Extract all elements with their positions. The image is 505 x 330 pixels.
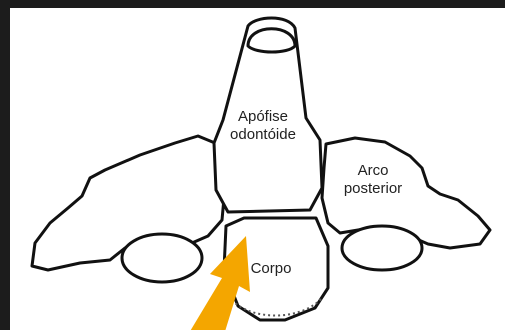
right-foramen <box>342 226 422 270</box>
left-foramen <box>122 234 202 282</box>
label-body: Corpo <box>236 260 306 278</box>
label-odontoid-line2: odontóide <box>218 126 308 144</box>
label-odontoid: Apófise odontóide <box>218 108 308 144</box>
label-posterior-arch: Arco posterior <box>328 162 418 198</box>
diagram-canvas: Apófise odontóide Arco posterior Corpo <box>10 8 505 330</box>
odontoid-tip <box>248 29 295 52</box>
label-arch-line1: Arco <box>328 162 418 180</box>
label-odontoid-line1: Apófise <box>218 108 308 126</box>
vertebra-illustration <box>10 8 505 330</box>
label-arch-line2: posterior <box>328 180 418 198</box>
